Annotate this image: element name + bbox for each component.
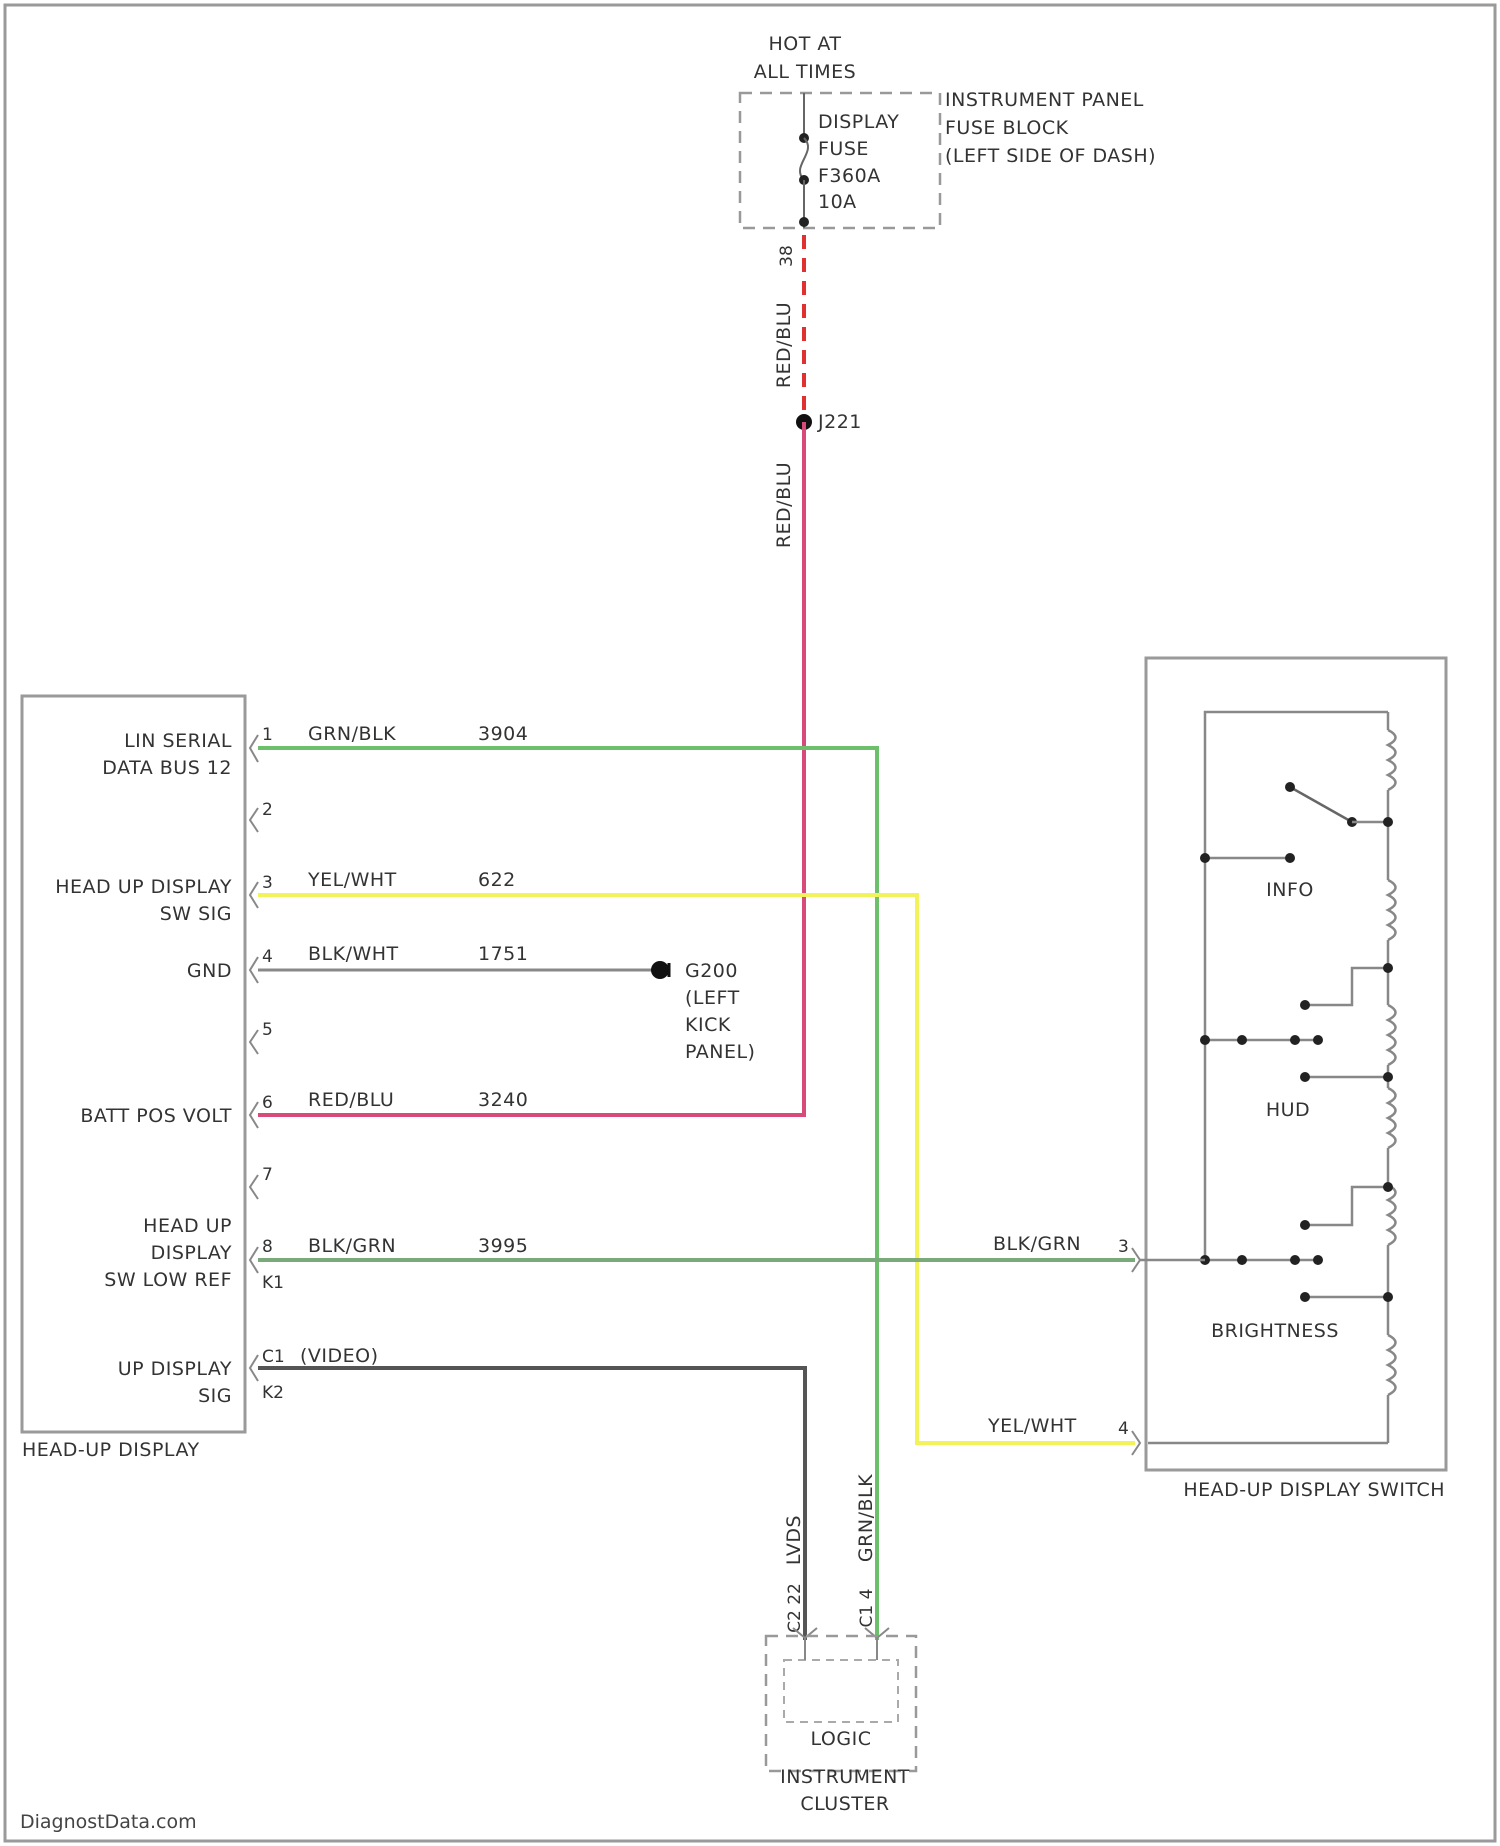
ground-name: G200: [685, 960, 738, 982]
hud-pin4-label1: GND: [187, 960, 232, 982]
fuse-label-1: DISPLAY: [818, 111, 899, 133]
cluster-wire-right: GRN/BLK: [855, 1474, 877, 1562]
block-label-1: INSTRUMENT PANEL: [945, 89, 1144, 111]
wire-pin1-circuit: 3904: [478, 723, 528, 745]
hud-module-box: [22, 696, 245, 1432]
wire-pin6-circuit: 3240: [478, 1089, 528, 1111]
switch-pin3-wire: BLK/GRN: [993, 1233, 1081, 1255]
switch-internal-bus: [1205, 712, 1388, 1260]
hud-label: HUD: [1266, 1099, 1310, 1121]
fuse-label-2: FUSE: [818, 138, 869, 160]
hud-switch-outer-box: [1146, 658, 1446, 1470]
resistor-icon: [1388, 1088, 1396, 1148]
hud-pin3-label2: SW SIG: [160, 903, 232, 925]
wire-pinc1-color: (VIDEO): [300, 1345, 379, 1367]
hud-pin3-label1: HEAD UP DISPLAY: [55, 876, 232, 898]
hud-module: LIN SERIAL DATA BUS 12 HEAD UP DISPLAY S…: [22, 696, 528, 1461]
brightness-toggle: [1205, 1187, 1388, 1297]
fuse-block: HOT AT ALL TIMES DISPLAY FUSE F360A 10A …: [740, 33, 1156, 267]
hud-pin5-number: 5: [262, 1020, 273, 1040]
wire-pin4-circuit: 1751: [478, 943, 528, 965]
wire-pin3-circuit: 622: [478, 869, 516, 891]
hot-label-line2: ALL TIMES: [754, 61, 856, 83]
wire-pin1-color: GRN/BLK: [308, 723, 396, 745]
wire-video: [258, 1368, 805, 1640]
hud-pinc1-number: C1: [262, 1347, 285, 1367]
ground-terminal-icon: [651, 961, 669, 979]
hud-pin8-label3: SW LOW REF: [104, 1269, 232, 1291]
brightness-label: BRIGHTNESS: [1211, 1320, 1339, 1342]
hud-pin6-number: 6: [262, 1093, 273, 1113]
wire-pin4-color: BLK/WHT: [308, 943, 399, 965]
cluster-pin-left: C2 22: [785, 1583, 805, 1633]
info-switch: INFO: [1200, 782, 1393, 901]
hud-pinc1-sub: K2: [262, 1383, 284, 1403]
wire-label-red-blu-top: RED/BLU: [773, 302, 795, 388]
cluster-outline: [766, 1636, 916, 1771]
resistor-icon: [1388, 1005, 1396, 1065]
instrument-cluster: LVDS GRN/BLK C2 22 C1 4 LOGIC INSTRUMENT…: [766, 1474, 916, 1815]
switch-pin4-wire: YEL/WHT: [987, 1415, 1077, 1437]
hud-switch-title: HEAD-UP DISPLAY SWITCH: [1183, 1479, 1445, 1501]
fuse-label-4: 10A: [818, 191, 857, 213]
ground-line2: KICK: [685, 1014, 731, 1036]
hud-pin-connectors: [250, 735, 258, 1381]
hud-pin8-label2: DISPLAY: [151, 1242, 232, 1264]
cluster-logic-label: LOGIC: [811, 1728, 872, 1750]
watermark: DiagnostData.com: [20, 1811, 197, 1833]
fuse-icon: [800, 138, 808, 180]
hud-module-title: HEAD-UP DISPLAY: [22, 1439, 200, 1461]
wire-pin8-color: BLK/GRN: [308, 1235, 396, 1257]
wire-red-blu: [258, 422, 804, 1115]
ground-line1: (LEFT: [685, 987, 740, 1009]
hud-toggle: [1205, 968, 1388, 1077]
hud-pin8-number: 8: [262, 1237, 273, 1257]
switch-pin3-number: 3: [1118, 1237, 1129, 1257]
fuse-pin-number: 38: [777, 245, 797, 267]
splice-label: J221: [817, 411, 862, 433]
hud-pin4-number: 4: [262, 947, 273, 967]
resistor-icon: [1388, 1185, 1396, 1245]
hud-pin8-label1: HEAD UP: [143, 1215, 232, 1237]
hud-pin1-label2: DATA BUS 12: [102, 757, 232, 779]
hud-pinc1-label2: SIG: [198, 1385, 232, 1407]
hud-pin1-label1: LIN SERIAL: [124, 730, 232, 752]
cluster-wire-left: LVDS: [783, 1515, 805, 1565]
resistor-icon: [1388, 1335, 1396, 1395]
cluster-label-1: INSTRUMENT: [780, 1766, 910, 1788]
ground-line3: PANEL): [685, 1041, 755, 1063]
hud-pin1-number: 1: [262, 725, 273, 745]
block-label-2: FUSE BLOCK: [945, 117, 1069, 139]
hud-pinc1-label1: UP DISPLAY: [118, 1358, 232, 1380]
wire-pin8-circuit: 3995: [478, 1235, 528, 1257]
cluster-logic-box: [784, 1660, 898, 1722]
hud-pin2-number: 2: [262, 800, 273, 820]
wire-pin6-color: RED/BLU: [308, 1089, 394, 1111]
switch-pin4-number: 4: [1118, 1419, 1129, 1439]
resistor-icon: [1388, 730, 1396, 790]
hud-pin7-number: 7: [262, 1165, 273, 1185]
hud-switch: INFO HUD BRIGHTNESS: [987, 658, 1446, 1501]
hud-pin3-number: 3: [262, 873, 273, 893]
wire-label-red-blu-mid: RED/BLU: [773, 462, 795, 548]
hud-pin6-label1: BATT POS VOLT: [80, 1105, 232, 1127]
cluster-pin-right: C1 4: [857, 1589, 877, 1628]
wire-pin3-color: YEL/WHT: [307, 869, 397, 891]
fuse-label-3: F360A: [818, 165, 881, 187]
block-label-3: (LEFT SIDE OF DASH): [945, 145, 1156, 167]
cluster-label-2: CLUSTER: [800, 1793, 889, 1815]
resistor-icon: [1388, 880, 1396, 940]
hot-label-line1: HOT AT: [768, 33, 841, 55]
info-label: INFO: [1266, 879, 1314, 901]
hud-pin8-sub: K1: [262, 1273, 284, 1293]
ground-point: G200 (LEFT KICK PANEL): [685, 960, 755, 1063]
